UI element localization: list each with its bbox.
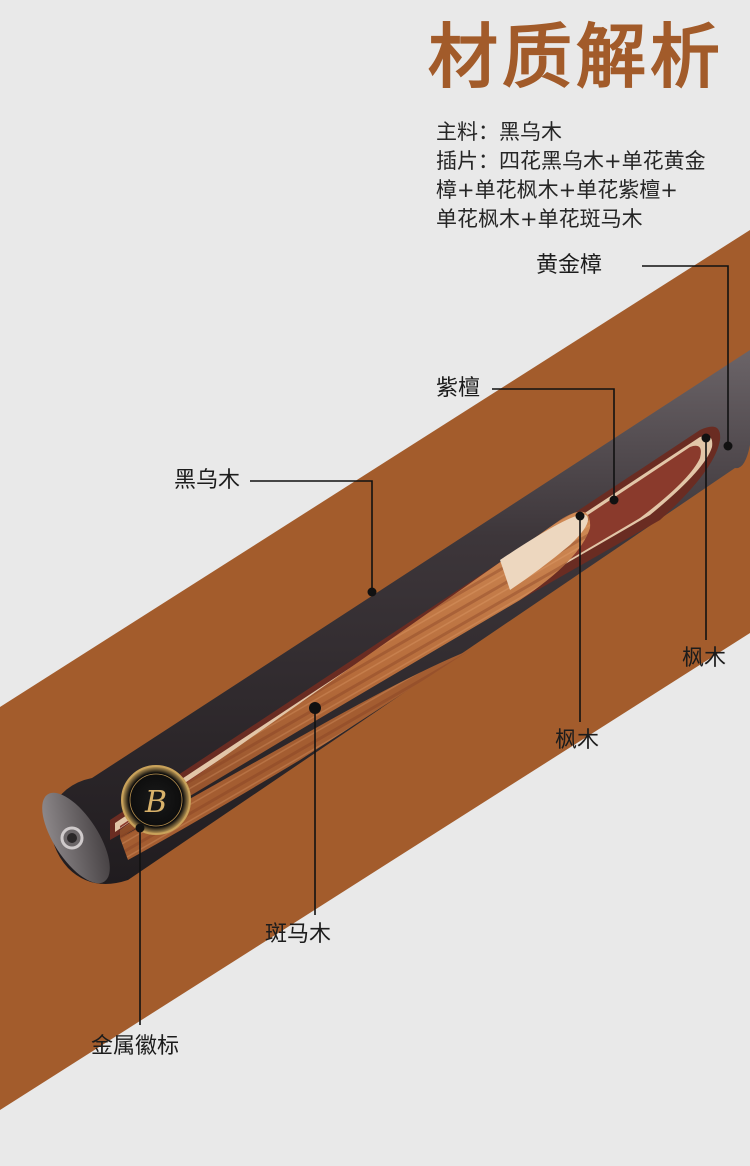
dot-heiwumu: [367, 587, 377, 597]
spec-line: 单花枫木+单花斑马木: [436, 207, 643, 231]
metal-badge: B: [121, 765, 191, 835]
spec-line: 樟+单花枫木+单花紫檀+: [436, 178, 678, 202]
butt-end-hole-inner: [67, 833, 77, 843]
zebrawood-lower-grain: [120, 650, 470, 860]
dot-banmamu: [309, 702, 321, 714]
label-zitan: 紫檀: [436, 376, 481, 401]
spec-line: 插片：四花黑乌木+单花黄金: [436, 149, 706, 173]
callout-dots: [135, 433, 733, 833]
label-banmamu: 斑马木: [265, 922, 332, 947]
label-fengmu-center: 枫木: [555, 728, 600, 753]
label-heiwumu: 黑乌木: [174, 468, 241, 493]
splice-maple-inner: [500, 514, 588, 590]
label-jinshu-huibiao: 金属徽标: [91, 1034, 180, 1059]
line-zitan: [492, 388, 615, 500]
spec-text: 主料：黑乌木 插片：四花黑乌木+单花黄金 樟+单花枫木+单花紫檀+ 单花枫木+单…: [436, 118, 746, 234]
line-huangjinzhang: [642, 265, 729, 446]
dot-zitan: [609, 495, 619, 505]
callout-lines: [139, 265, 729, 1025]
label-fengmu-right: 枫木: [682, 646, 727, 671]
line-heiwumu: [250, 480, 373, 592]
dot-huangjinzhang: [723, 441, 733, 451]
zebrawood-grain: [120, 511, 591, 838]
spec-line: 主料：黑乌木: [436, 120, 562, 144]
dot-jinshu-huibiao: [135, 823, 145, 833]
dot-fengmu-right: [701, 433, 711, 443]
badge-letter: B: [144, 785, 167, 820]
label-huangjinzhang: 黄金樟: [536, 253, 603, 278]
dot-fengmu-center: [575, 511, 585, 521]
page-title: 材质解析: [428, 16, 724, 98]
